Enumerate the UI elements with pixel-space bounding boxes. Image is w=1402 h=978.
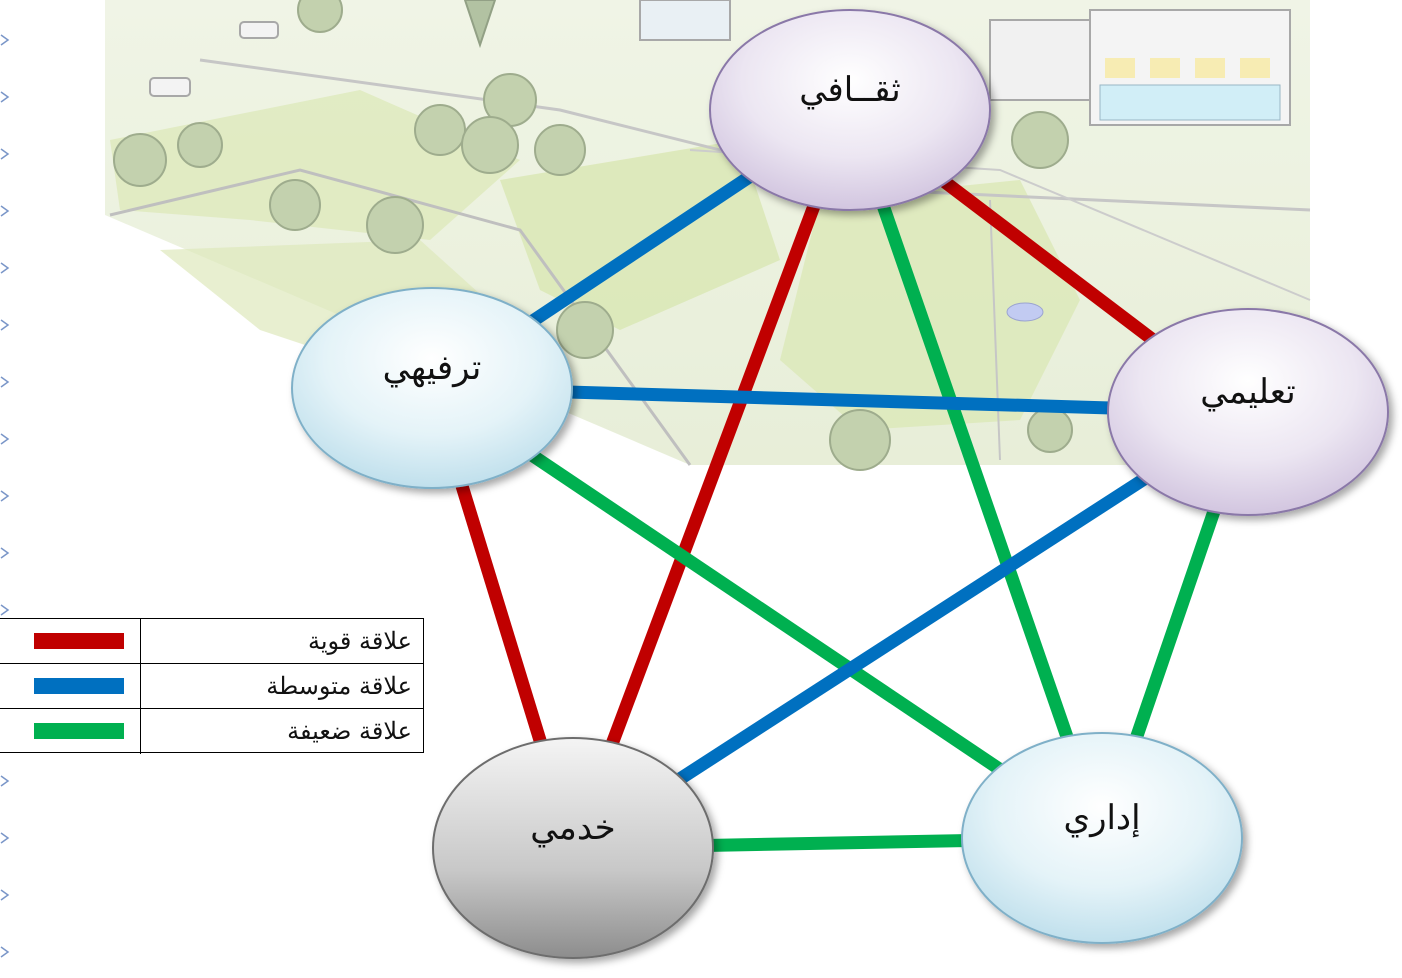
node-service: خدمي	[432, 737, 714, 959]
bullet-icon	[0, 889, 10, 901]
legend-table: علاقة قوية علاقة متوسطة علاقة ضعيفة	[0, 618, 424, 754]
bullet-icon	[0, 205, 10, 217]
bullet-icon	[0, 604, 10, 616]
node-educational-label: تعليمي	[1200, 372, 1295, 412]
legend-row-medium: علاقة متوسطة	[0, 664, 424, 709]
legend-row-weak: علاقة ضعيفة	[0, 709, 424, 754]
legend-label-medium: علاقة متوسطة	[266, 672, 412, 700]
legend-swatch-strong	[34, 633, 124, 649]
node-service-shape	[432, 737, 714, 959]
node-service-label: خدمي	[530, 808, 615, 848]
bullet-icon	[0, 775, 10, 787]
bullet-icon	[0, 547, 10, 559]
legend-swatch-cell	[0, 709, 141, 754]
node-cultural-label: ثقــافي	[799, 70, 901, 110]
bullet-icon	[0, 91, 10, 103]
legend-label-strong: علاقة قوية	[307, 627, 412, 655]
legend-swatch-weak	[34, 723, 124, 739]
edge-cultural-administrative	[843, 107, 1109, 841]
legend-swatch-cell	[0, 619, 141, 663]
node-cultural-shape	[709, 9, 991, 211]
node-recreational-label: ترفيهي	[383, 348, 482, 388]
node-recreational: ترفيهي	[291, 287, 573, 489]
campus-sketch-image	[105, 0, 1311, 471]
legend-row-strong: علاقة قوية	[0, 619, 424, 664]
node-administrative-label: إداري	[1063, 798, 1140, 838]
node-recreational-shape	[291, 287, 573, 489]
edge-recreational-administrative	[428, 382, 1106, 844]
node-educational: تعليمي	[1107, 308, 1389, 516]
bullet-icon	[0, 946, 10, 958]
node-educational-shape	[1107, 308, 1389, 516]
legend-swatch-medium	[34, 678, 124, 694]
bullet-icon	[0, 262, 10, 274]
bullet-icon	[0, 376, 10, 388]
bullet-icon	[0, 34, 10, 46]
bullet-icon	[0, 319, 10, 331]
bullet-icon	[0, 433, 10, 445]
nodes-layer: ثقــافي تعليمي إداري خدمي ترفيهي	[291, 9, 1389, 959]
bullet-icon	[0, 490, 10, 502]
edge-cultural-service	[566, 107, 857, 851]
node-administrative-shape	[961, 732, 1243, 944]
legend-swatch-cell	[0, 664, 141, 708]
bullet-icon	[0, 148, 10, 160]
node-cultural: ثقــافي	[709, 9, 991, 211]
node-administrative: إداري	[961, 732, 1243, 944]
bullet-icon	[0, 832, 10, 844]
edge-educational-service	[569, 406, 1252, 854]
legend-label-weak: علاقة ضعيفة	[287, 717, 412, 745]
